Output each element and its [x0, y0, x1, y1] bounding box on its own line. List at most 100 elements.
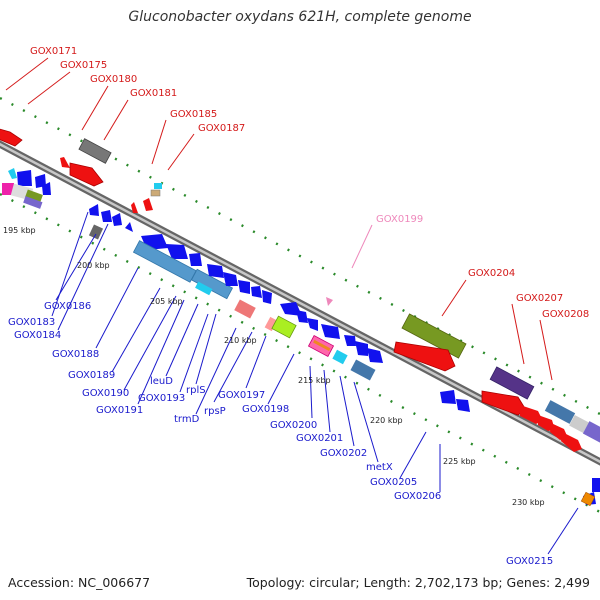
gene-label-leuD: leuD: [150, 376, 173, 387]
gene-label-GOX0184: GOX0184: [14, 330, 61, 341]
gene-arrow-GOX0204b[interactable]: [393, 341, 456, 372]
gene-arrow-y[interactable]: [251, 286, 262, 298]
gene-box-GOX0215[interactable]: [580, 491, 596, 507]
gene-label-GOX0207: GOX0207: [516, 293, 563, 304]
gene-arrow-ee[interactable]: [344, 335, 356, 346]
gene-label-GOX0193: GOX0193: [138, 393, 185, 404]
gene-label-metX: metX: [366, 462, 393, 473]
gene-arrow-GOX0184b[interactable]: [112, 213, 122, 226]
kbp-scale-labels: 195 kbp 200 kbp 205 kbp 210 kbp 215 kbp …: [3, 226, 545, 507]
gene-label-GOX0190: GOX0190: [82, 388, 129, 399]
kbp-label: 230 kbp: [512, 498, 545, 507]
gene-label-rpsP: rpsP: [204, 406, 226, 417]
gene-label-GOX0186: GOX0186: [44, 301, 91, 312]
gene-label-GOX0197: GOX0197: [218, 390, 265, 401]
gene-box-GOX0208[interactable]: [544, 400, 576, 424]
kbp-label: 205 kbp: [150, 297, 183, 306]
gene-label-GOX0206: GOX0206: [394, 491, 441, 502]
gene-box-GOX0204[interactable]: [401, 313, 467, 359]
gene-label-GOX0171: GOX0171: [30, 46, 77, 57]
gene-arrow-GOX0205[interactable]: [440, 390, 456, 404]
kbp-label: 210 kbp: [224, 336, 257, 345]
gene-box-a[interactable]: [154, 183, 162, 189]
gene-label-trmD: trmD: [174, 414, 200, 425]
gene-box-GOX0200b[interactable]: [313, 339, 331, 351]
gene-box-n[interactable]: [2, 183, 14, 195]
leader-lines-minus: [51, 211, 579, 555]
gene-label-GOX0181: GOX0181: [130, 88, 177, 99]
gene-label-GOX0191: GOX0191: [96, 405, 143, 416]
gene-label-GOX0183: GOX0183: [8, 317, 55, 328]
gene-box-rplS[interactable]: [195, 281, 213, 296]
gene-arrow-aa[interactable]: [280, 302, 302, 316]
gene-label-GOX0204: GOX0204: [468, 268, 515, 279]
gene-arrow-dd[interactable]: [321, 324, 340, 339]
kbp-label: 195 kbp: [3, 226, 36, 235]
kbp-label: 225 kbp: [443, 457, 476, 466]
leader-line-rna: [351, 224, 373, 269]
gene-label-GOX0185: GOX0185: [170, 109, 217, 120]
gene-box-g[interactable]: [569, 414, 589, 434]
gene-label-GOX0188: GOX0188: [52, 349, 99, 360]
gene-box-GOX0197[interactable]: [264, 316, 278, 332]
kbp-label: 220 kbp: [370, 416, 403, 425]
gene-labels-plus: GOX0171 GOX0175 GOX0180 GOX0181 GOX0185 …: [30, 46, 589, 320]
gene-label-GOX0205: GOX0205: [370, 477, 417, 488]
gene-arrow-GOX0184a[interactable]: [101, 210, 112, 222]
gene-arrow-u[interactable]: [189, 253, 202, 266]
rna-marker-GOX0199[interactable]: [326, 297, 333, 306]
gene-label-rplS: rplS: [186, 385, 206, 396]
gene-box-GOX0202[interactable]: [332, 349, 348, 365]
gene-arrow-d[interactable]: [520, 405, 543, 424]
gene-arrow-w[interactable]: [223, 272, 238, 286]
genes-minus-inner[interactable]: [2, 168, 600, 507]
genome-backbone: [0, 140, 600, 466]
gene-box-GOX0186[interactable]: [88, 224, 104, 240]
gene-arrow-ff[interactable]: [355, 341, 368, 356]
gene-label-GOX0202: GOX0202: [320, 448, 367, 459]
kbp-label: 215 kbp: [298, 376, 331, 385]
tick-rails: [0, 96, 600, 514]
gene-arrow-h[interactable]: [561, 432, 582, 452]
gene-box-metX[interactable]: [350, 359, 376, 381]
gene-arrow-GOX0183[interactable]: [89, 204, 99, 216]
gene-arrow-l[interactable]: [35, 174, 46, 188]
gene-arrow-GOX0187[interactable]: [143, 198, 153, 211]
leader-lines-plus: [5, 57, 553, 381]
gene-box-i[interactable]: [582, 421, 600, 443]
gene-label-GOX0180: GOX0180: [90, 74, 137, 85]
gene-box-b[interactable]: [150, 189, 161, 197]
gene-arrow-k[interactable]: [17, 170, 32, 186]
gene-label-GOX0201: GOX0201: [296, 433, 343, 444]
gene-arrow-GOX0171[interactable]: [0, 128, 23, 147]
gene-arrow-GOX0180[interactable]: [60, 157, 70, 168]
gene-box-ii[interactable]: [592, 478, 600, 492]
map-title: Gluconobacter oxydans 621H, complete gen…: [128, 9, 472, 25]
gene-label-GOX0199: GOX0199: [376, 214, 423, 225]
gene-box-q[interactable]: [23, 196, 43, 209]
gene-arrow-m[interactable]: [42, 182, 51, 195]
gene-label-GOX0198: GOX0198: [242, 404, 289, 415]
gene-arrow-GOX0206[interactable]: [456, 399, 470, 412]
gene-label-GOX0187: GOX0187: [198, 123, 245, 134]
gene-label-GOX0200: GOX0200: [270, 420, 317, 431]
gene-box-rpsP[interactable]: [234, 299, 256, 319]
gene-arrow-j[interactable]: [8, 168, 17, 179]
genes-plus-outer[interactable]: [0, 128, 600, 452]
gene-arrow-c[interactable]: [131, 202, 138, 213]
gene-arrow-bb[interactable]: [296, 310, 308, 323]
gene-arrow-r[interactable]: [125, 222, 133, 232]
gene-arrow-t[interactable]: [166, 244, 188, 259]
gene-box-GOX0181[interactable]: [78, 138, 112, 164]
gene-label-GOX0208: GOX0208: [542, 309, 589, 320]
gene-arrow-v[interactable]: [207, 264, 224, 278]
gene-box-GOX0207[interactable]: [489, 366, 535, 400]
gene-arrow-x[interactable]: [238, 280, 250, 294]
gene-arrow-gg[interactable]: [367, 348, 383, 363]
gene-arrow-z[interactable]: [262, 290, 272, 304]
gene-box-p[interactable]: [25, 189, 43, 203]
gene-label-GOX0175: GOX0175: [60, 60, 107, 71]
gene-arrow-cc[interactable]: [307, 318, 318, 331]
gene-arrow-GOX0185[interactable]: [69, 162, 104, 187]
gene-box-GOX0198[interactable]: [271, 315, 297, 339]
